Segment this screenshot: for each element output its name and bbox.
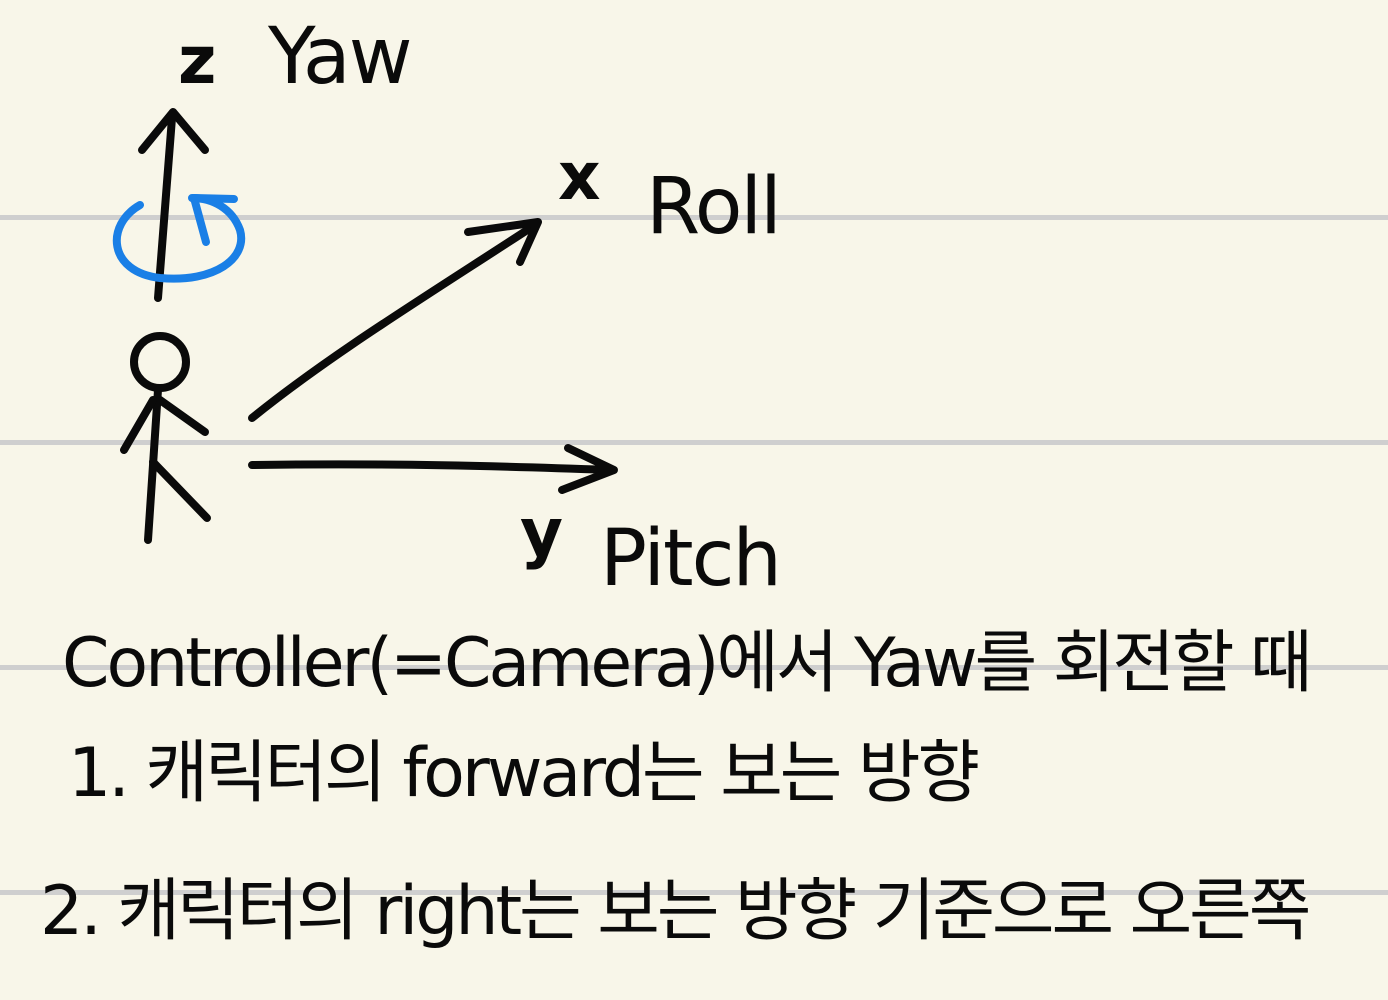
ruled-line: [0, 440, 1388, 445]
x-axis-arrow: [248, 221, 539, 422]
x-arrowhead: [464, 218, 542, 266]
z-arrowhead: [138, 108, 209, 154]
y-axis-letter: y: [520, 494, 563, 571]
ruled-line: [0, 890, 1388, 895]
ruled-line: [0, 215, 1388, 220]
roll-label: Roll: [646, 162, 782, 252]
y-arrowhead: [558, 444, 618, 494]
y-axis-arrow: [248, 460, 616, 474]
x-axis-letter: x: [558, 138, 601, 215]
z-axis-arrow: [154, 114, 176, 302]
ruled-line: [0, 665, 1388, 670]
circular-arrow-icon: [112, 194, 246, 283]
z-axis-letter: z: [178, 22, 216, 99]
note-line-2: 2. 캐릭터의 right는 보는 방향 기준으로 오른쪽: [40, 872, 1311, 951]
stick-figure-icon: [120, 332, 211, 544]
note-heading: Controller(=Camera)에서 Yaw를 회전할 때: [62, 624, 1313, 703]
note-line-1: 1. 캐릭터의 forward는 보는 방향: [68, 734, 980, 813]
pitch-label: Pitch: [600, 514, 782, 604]
yaw-label: Yaw: [268, 12, 412, 102]
